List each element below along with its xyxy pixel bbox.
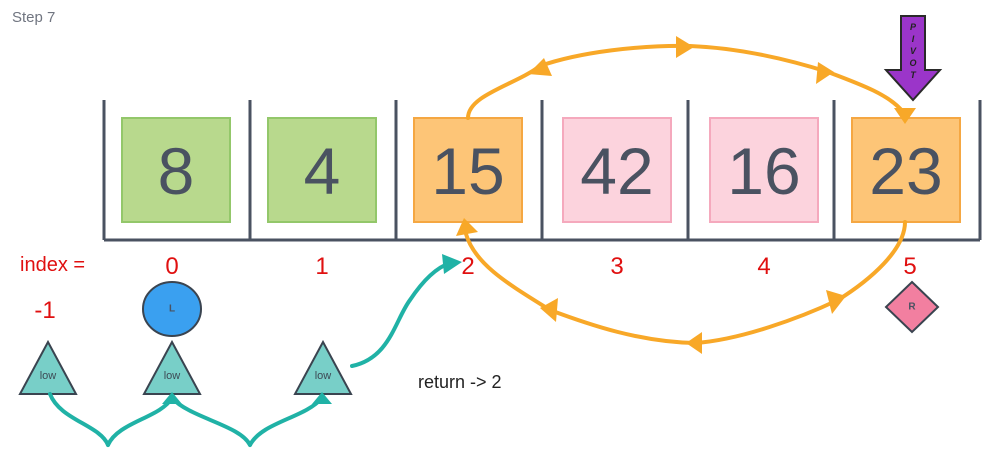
cell-value: 42	[580, 134, 653, 208]
low-pointer-1: low	[142, 339, 202, 395]
index-number: 3	[610, 253, 623, 280]
array-cell-5: 23	[851, 117, 961, 223]
low-pointer-2: low	[293, 339, 353, 395]
array-cell-3: 42	[562, 117, 672, 223]
pivot-letter: V	[910, 46, 917, 56]
pivot-letter: O	[909, 58, 916, 68]
cell-value: 4	[304, 134, 341, 208]
low-advance-arrowheads	[162, 392, 332, 404]
low-pointer-0: low	[18, 339, 78, 395]
left-marker-label: L	[169, 304, 175, 315]
index-number: 2	[461, 253, 474, 280]
array-cell-0: 8	[121, 117, 231, 223]
low-label: low	[40, 370, 57, 382]
step-label: Step 7	[12, 9, 55, 26]
low-advance-arrows	[48, 392, 324, 447]
array-cell-1: 4	[267, 117, 377, 223]
cell-value: 23	[869, 134, 942, 208]
cell-value: 15	[431, 134, 504, 208]
swap-arrowheads-top	[528, 36, 916, 124]
right-marker-label: R	[908, 302, 916, 313]
pivot-letter: T	[910, 70, 917, 80]
swap-arrowheads-bottom	[456, 218, 846, 354]
index-number: 5	[903, 253, 916, 280]
return-text: return -> 2	[418, 372, 502, 392]
index-number: 4	[757, 253, 770, 280]
low-label: low	[164, 370, 181, 382]
array-frame	[102, 100, 982, 242]
return-arrow	[350, 261, 452, 368]
pivot-arrow: P I V O T	[883, 15, 943, 102]
index-numbers: 0 1 2 3 4 5	[165, 253, 916, 280]
cell-value: 8	[158, 134, 195, 208]
array-cell-2: 15	[413, 117, 523, 223]
cell-value: 16	[727, 134, 800, 208]
right-marker: R	[884, 280, 940, 334]
index-value: -1	[34, 297, 55, 324]
return-arrowhead	[442, 254, 462, 274]
array-cell-4: 16	[709, 117, 819, 223]
pivot-letter: I	[912, 34, 915, 44]
low-label: low	[315, 370, 332, 382]
index-number: 1	[315, 253, 328, 280]
left-marker: L	[142, 281, 202, 337]
index-label: index =	[20, 254, 85, 276]
pivot-letter: P	[910, 22, 917, 32]
swap-arrow-top	[466, 43, 905, 120]
array-cells: 8 4 15 42 16 23	[121, 117, 961, 223]
index-number: 0	[165, 253, 178, 280]
